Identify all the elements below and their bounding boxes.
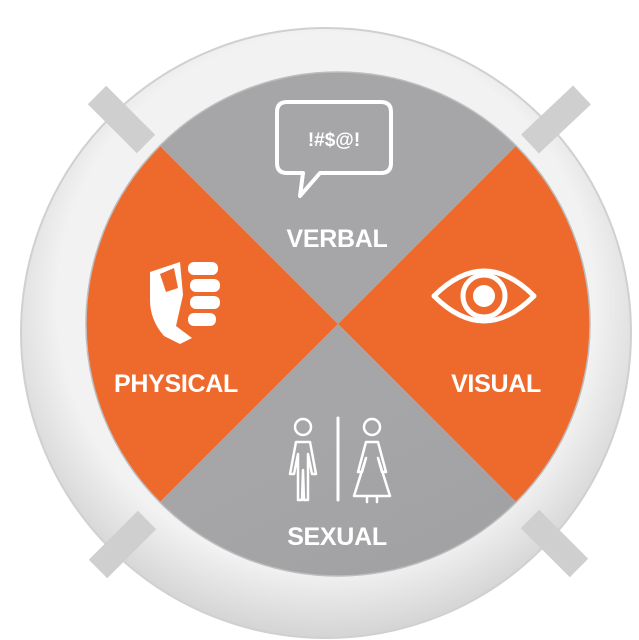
eye-icon (431, 268, 537, 324)
label-verbal: VERBAL (287, 225, 388, 253)
outer-ring-edge (20, 27, 632, 639)
speech-bubble-icon: !#$@! (275, 100, 393, 198)
label-visual: VISUAL (451, 370, 541, 398)
segment-verbal (86, 72, 590, 324)
label-sexual: SEXUAL (287, 523, 387, 551)
label-physical: PHYSICAL (114, 370, 238, 398)
fist-icon (150, 262, 220, 344)
segment-visual (338, 72, 590, 576)
inner-circle-edge (85, 71, 591, 577)
bubble-text: !#$@! (308, 130, 360, 151)
man-woman-icon (288, 416, 392, 504)
woman-figure-icon (352, 417, 392, 504)
man-figure-icon (288, 417, 318, 502)
ring-separators (87, 85, 591, 579)
